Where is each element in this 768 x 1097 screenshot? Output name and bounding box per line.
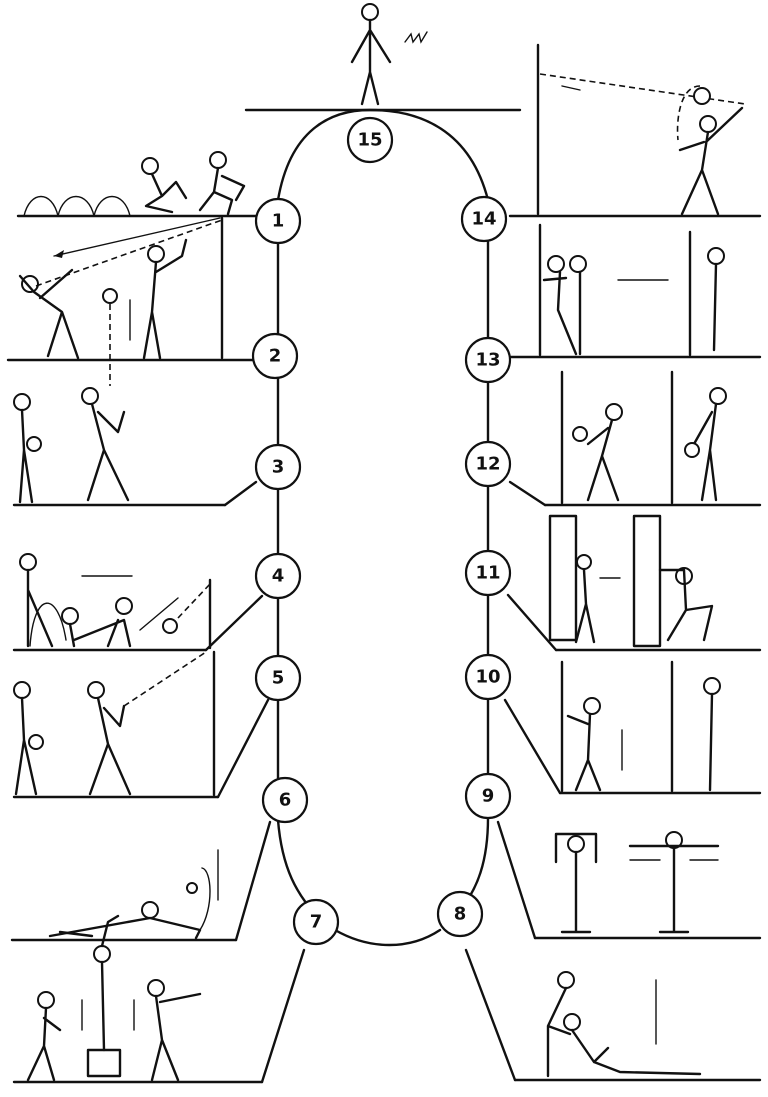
station-15: 15	[346, 116, 394, 164]
figure-station-4	[19, 553, 211, 648]
station-10: 10	[464, 653, 512, 701]
svg-text:7: 7	[310, 912, 323, 933]
svg-text:15: 15	[357, 130, 382, 151]
figure-station-9	[554, 831, 720, 934]
svg-text:10: 10	[475, 667, 500, 688]
station-14: 14	[460, 195, 508, 243]
figure-station-14	[539, 73, 746, 216]
svg-text:5: 5	[272, 668, 285, 689]
figure-station-11	[548, 514, 714, 648]
figure-station-5	[13, 651, 207, 796]
station-9: 9	[464, 772, 512, 820]
figure-station-1	[23, 151, 246, 217]
station-11: 11	[464, 549, 512, 597]
walls	[208, 43, 692, 797]
figure-station-12	[572, 387, 727, 502]
station-1: 1	[254, 197, 302, 245]
figure-station-8	[546, 971, 702, 1078]
figure-station-6	[48, 849, 219, 940]
station-12: 12	[464, 440, 512, 488]
station-8: 8	[436, 890, 484, 938]
svg-text:12: 12	[475, 454, 500, 475]
figure-station-2	[18, 217, 223, 386]
station-floors	[6, 108, 762, 1084]
station-6: 6	[261, 776, 309, 824]
svg-text:2: 2	[269, 346, 282, 367]
figure-station-13	[542, 247, 725, 356]
svg-text:9: 9	[482, 786, 495, 807]
svg-text:11: 11	[475, 563, 500, 584]
station-13: 13	[464, 336, 512, 384]
svg-text:3: 3	[272, 457, 285, 478]
figure-station-7	[26, 914, 202, 1082]
svg-text:4: 4	[272, 566, 285, 587]
figure-station-15	[350, 3, 428, 106]
station-2: 2	[251, 332, 299, 380]
station-7: 7	[292, 898, 340, 946]
station-5: 5	[254, 654, 302, 702]
station-markers: 15 1 2 3 4 5 6 7	[251, 116, 512, 946]
figure-station-3	[13, 387, 130, 504]
figure-station-10	[566, 677, 721, 792]
station-4: 4	[254, 552, 302, 600]
station-3: 3	[254, 443, 302, 491]
svg-text:13: 13	[475, 350, 500, 371]
svg-text:14: 14	[471, 209, 496, 230]
circuit-track	[276, 108, 490, 947]
svg-text:1: 1	[272, 211, 285, 232]
svg-text:6: 6	[279, 790, 292, 811]
svg-text:8: 8	[454, 904, 467, 925]
